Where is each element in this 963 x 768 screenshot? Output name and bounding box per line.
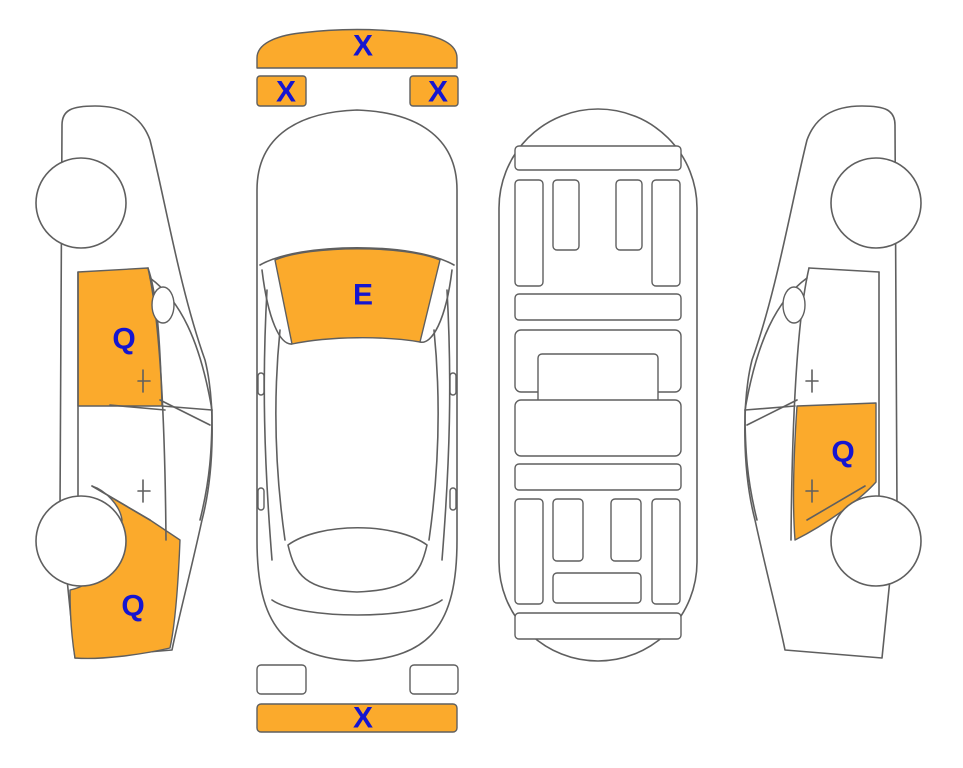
headlight-left-panel[interactable]: [256, 75, 307, 107]
left-rear-mirror: [257, 487, 265, 511]
top-view-body: [256, 109, 458, 662]
rear-window: [287, 527, 428, 593]
right-side-rail: [441, 289, 451, 561]
right-rear-wheel: [830, 157, 922, 249]
top-view-car: E: [256, 109, 458, 662]
front-bumper-panel[interactable]: [256, 28, 458, 69]
underbody-view: [498, 108, 698, 662]
left-front-door-marker: Q: [112, 323, 135, 356]
left-rear-wheel: [35, 157, 127, 249]
headlight-left-marker: X: [276, 76, 296, 109]
front-bumper-marker: X: [353, 30, 373, 63]
left-front-handle: [137, 369, 151, 393]
front-section: X X X: [256, 28, 459, 109]
right-mirror-side: [782, 286, 806, 324]
right-front-door-panel[interactable]: [792, 402, 877, 541]
left-rear-handle: [137, 479, 151, 503]
taillight-left: [256, 664, 307, 695]
left-front-fender-marker: Q: [121, 590, 144, 623]
left-a-pillar: [261, 269, 293, 345]
rear-bumper-panel[interactable]: [256, 703, 458, 733]
left-front-fender-panel[interactable]: [69, 485, 181, 660]
right-front-handle: [805, 479, 819, 503]
rear-bumper-marker: X: [353, 702, 373, 735]
right-front-door-marker: Q: [831, 436, 854, 469]
hood-outline: [259, 247, 455, 266]
taillight-right: [409, 664, 459, 695]
left-front-wheel: [35, 495, 127, 587]
right-rear-handle: [805, 369, 819, 393]
right-side-view: Q: [744, 105, 922, 659]
hood-marker: E: [353, 279, 373, 312]
right-front-wheel: [830, 495, 922, 587]
right-rear-mirror: [449, 487, 457, 511]
headlight-right-marker: X: [428, 76, 448, 109]
right-mirror: [449, 372, 457, 396]
left-inner-rail: [275, 329, 286, 541]
left-mirror: [257, 372, 265, 396]
left-side-rail: [263, 289, 273, 561]
left-mirror-side: [151, 286, 175, 324]
right-a-pillar: [419, 269, 453, 343]
hood-panel[interactable]: [274, 248, 441, 345]
trunk-line: [271, 599, 443, 616]
rear-section: X: [256, 664, 459, 735]
headlight-right-panel[interactable]: [409, 75, 459, 107]
right-inner-rail: [428, 329, 439, 541]
left-side-view: Q Q: [35, 105, 213, 660]
